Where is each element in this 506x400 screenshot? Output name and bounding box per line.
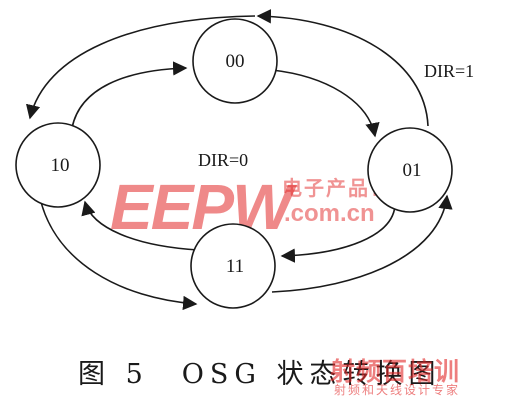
- state-label-11: 11: [226, 256, 244, 277]
- edge-10-to-11: [39, 197, 198, 311]
- edge-01-to-00: [256, 9, 429, 127]
- condition-dir0: DIR=0: [198, 150, 248, 170]
- state-label-10: 10: [51, 155, 70, 176]
- edge-11-to-10: [81, 200, 199, 251]
- eepw-watermark: EEPW: [110, 171, 292, 243]
- state-label-01: 01: [403, 160, 422, 181]
- state-node-01: [367, 127, 453, 213]
- edge-00-to-01: [271, 69, 380, 138]
- edge-00-to-10: [26, 15, 256, 120]
- state-node-11: [190, 223, 276, 309]
- state-node-10: [15, 122, 101, 208]
- training-watermark: 射频百培训: [330, 357, 461, 386]
- condition-dir1: DIR=1: [424, 61, 474, 81]
- edge-01-to-11: [280, 205, 396, 263]
- state-node-00: [192, 18, 278, 104]
- state-label-00: 00: [226, 51, 245, 72]
- edge-11-to-01: [271, 194, 453, 293]
- eepw-domain-watermark: .com.cn: [284, 200, 375, 227]
- training-sub-watermark: 射频和天线设计专家: [334, 383, 461, 397]
- figure-caption: 图 5 OSG 状态转换图: [78, 359, 442, 390]
- edge-10-to-00: [71, 61, 188, 129]
